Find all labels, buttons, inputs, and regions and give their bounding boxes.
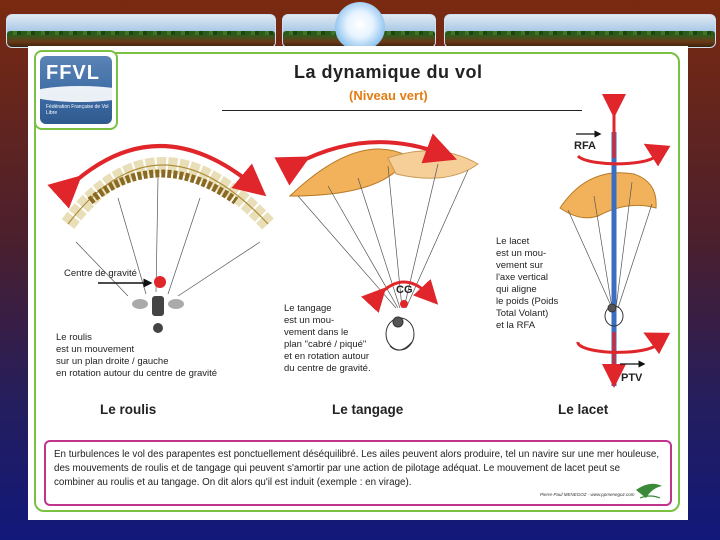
ffvl-logo: FFVL Fédération Française de Vol Libre — [34, 50, 118, 130]
lacet-heading: Le lacet — [558, 402, 609, 417]
turbulence-note: En turbulences le vol des parapentes est… — [44, 440, 672, 506]
lacet-desc-line: est un mou- — [496, 248, 547, 259]
tangage-cg-arrow — [361, 279, 439, 313]
lacet-rfa-label: RFA — [574, 140, 596, 152]
slide-card: FFVL Fédération Française de Vol Libre L… — [28, 46, 688, 520]
header-banner-left — [6, 14, 276, 48]
lacet-desc-line: qui aligne — [496, 284, 537, 295]
roulis-desc-line: en rotation autour du centre de gravité — [56, 368, 218, 379]
lacet-desc-line: Total Volant) — [496, 308, 549, 319]
globe-glow-icon — [335, 2, 385, 52]
header-banner-right — [444, 14, 716, 48]
logo-text: FFVL — [46, 62, 100, 84]
lacet-desc-line: Le lacet — [496, 236, 530, 247]
tangage-rotation-arrow — [274, 133, 457, 186]
page-subtitle: (Niveau vert) — [349, 88, 428, 103]
lacet-top-rotation-arrow — [576, 143, 671, 167]
lacet-desc-line: et la RFA — [496, 320, 536, 331]
roulis-heading: Le roulis — [100, 402, 157, 417]
tangage-desc-line: et en rotation autour — [284, 351, 370, 362]
tangage-desc-line: plan "cabré / piqué" — [284, 339, 367, 350]
lacet-ptv-label: PTV — [621, 372, 643, 384]
lacet-desc-line: l'axe vertical — [496, 272, 548, 283]
roulis-cg-dot — [154, 276, 166, 288]
lacet-description: Le lacet est un mou- vement sur l'axe ve… — [496, 236, 558, 332]
lacet-desc-line: le poids (Poids — [496, 296, 559, 307]
tangage-desc-line: du centre de gravité. — [284, 363, 371, 374]
roulis-cg-label: Centre de gravité — [64, 268, 137, 279]
tangage-desc-line: Le tangage — [284, 303, 332, 314]
tangage-desc-line: est un mou- — [284, 315, 335, 326]
green-frame — [34, 52, 680, 512]
logo-subtitle: Fédération Française de Vol Libre — [46, 104, 109, 116]
lacet-figure — [559, 94, 671, 388]
roulis-desc-line: Le roulis — [56, 332, 92, 343]
lacet-desc-line: vement sur — [496, 260, 543, 271]
author-credit: Pierre-Paul MENEGOZ - www.ppmenegoz.com — [540, 492, 635, 497]
signature-logo-icon — [636, 483, 662, 499]
roulis-figure — [47, 144, 274, 333]
roulis-description: Le roulis est un mouvement sur un plan d… — [56, 332, 217, 380]
roulis-rotation-arrow — [47, 144, 267, 209]
pilot-icon — [132, 296, 184, 333]
tangage-desc-line: vement dans le — [284, 327, 349, 338]
illustrations — [47, 94, 671, 499]
lacet-bottom-rotation-arrow — [576, 332, 671, 355]
tangage-heading: Le tangage — [332, 402, 404, 417]
pilot-icon — [604, 303, 624, 327]
tangage-description: Le tangage est un mou- vement dans le pl… — [284, 303, 371, 375]
tangage-figure — [274, 133, 479, 351]
pilot-icon — [385, 316, 415, 351]
roulis-desc-line: est un mouvement — [56, 344, 135, 355]
title-underline — [222, 110, 582, 111]
roulis-desc-line: sur un plan droite / gauche — [56, 356, 169, 367]
page-title: La dynamique du vol — [294, 62, 483, 82]
tangage-cg-label: CG — [396, 284, 413, 296]
